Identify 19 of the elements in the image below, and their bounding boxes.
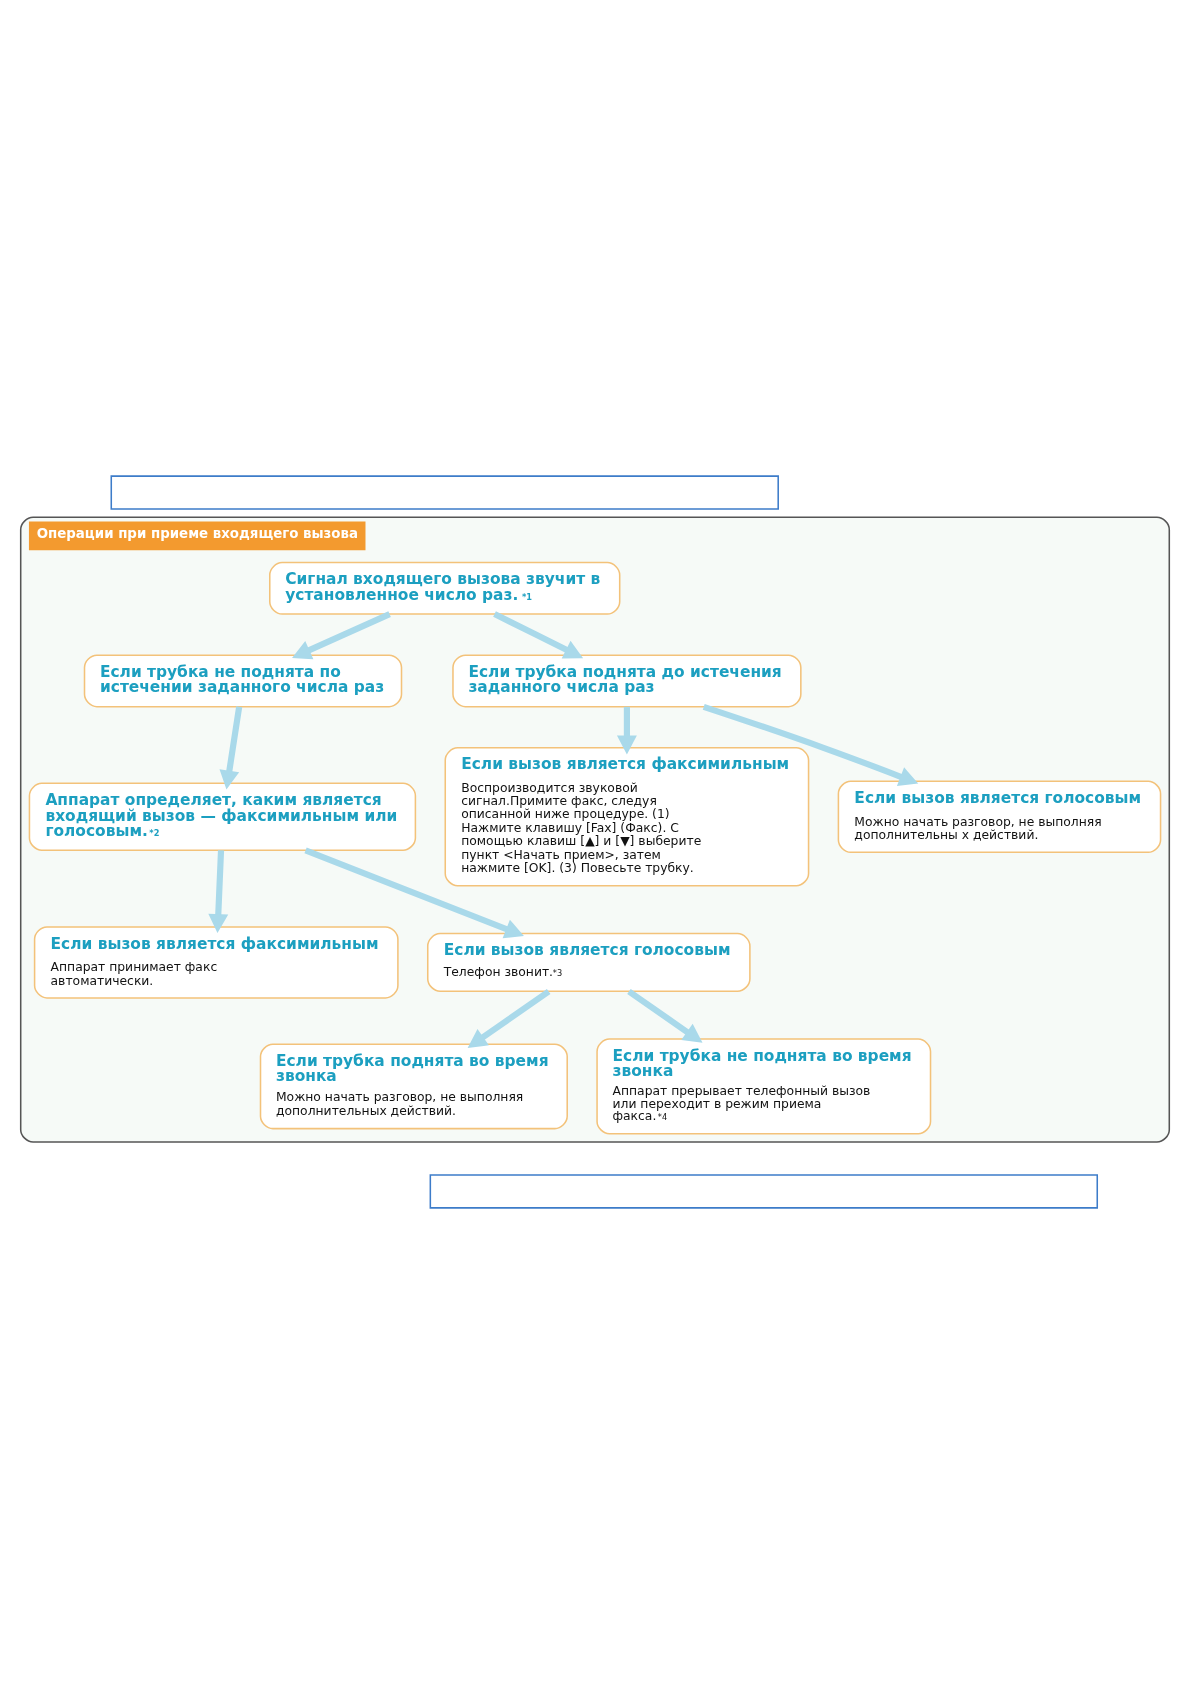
- arrow: [493, 611, 584, 659]
- node-box: [110, 475, 779, 510]
- node-box: Если вызов является голосовым Можно начать разговор, не выполняя дополнительны х действий.: [837, 780, 1162, 854]
- node-box: Если вызов является голосовым Телефон звонит.*3: [427, 932, 751, 992]
- arrow: [467, 988, 551, 1048]
- node-box: Сигнал входящего вызова звучит в установленное число раз.*1: [269, 561, 621, 615]
- arrow: [616, 706, 637, 755]
- node-box: Если вызов является факсимильным Воспроизводится звуковой сигнал.Примите факс, следуя описанной ниже процедуре. (1) Нажмите клавишу [Fax] (Факс). С помощью клавиш [▲] и [▼] выберите пункт <Начать прием>, затем нажмите [OK]. (3) Повесьте трубку.: [444, 747, 810, 887]
- node-box: Если трубка не поднята по истечении заданного числа раз: [83, 654, 403, 708]
- arrow: [219, 706, 243, 790]
- node-box: Если трубка не поднята во время звонка Аппарат прерывает телефонный вызов или переходит в режим приема факса.*4: [596, 1038, 932, 1135]
- arrow: [627, 988, 703, 1043]
- arrow: [208, 850, 229, 934]
- node-box: [429, 1174, 1098, 1209]
- node-box: Аппарат определяет, каким является входящий вызов — факсимильным или голосовым.*2: [28, 782, 417, 851]
- node-box: Если трубка поднята во время звонка Можно начать разговор, не выполняя дополнительных действий.: [259, 1043, 568, 1130]
- node-box: Если трубка поднята до истечения заданного числа раз: [452, 654, 802, 708]
- node-box: Если вызов является факсимильным Аппарат принимает факс автоматически.: [33, 926, 399, 999]
- arrow: [304, 847, 524, 939]
